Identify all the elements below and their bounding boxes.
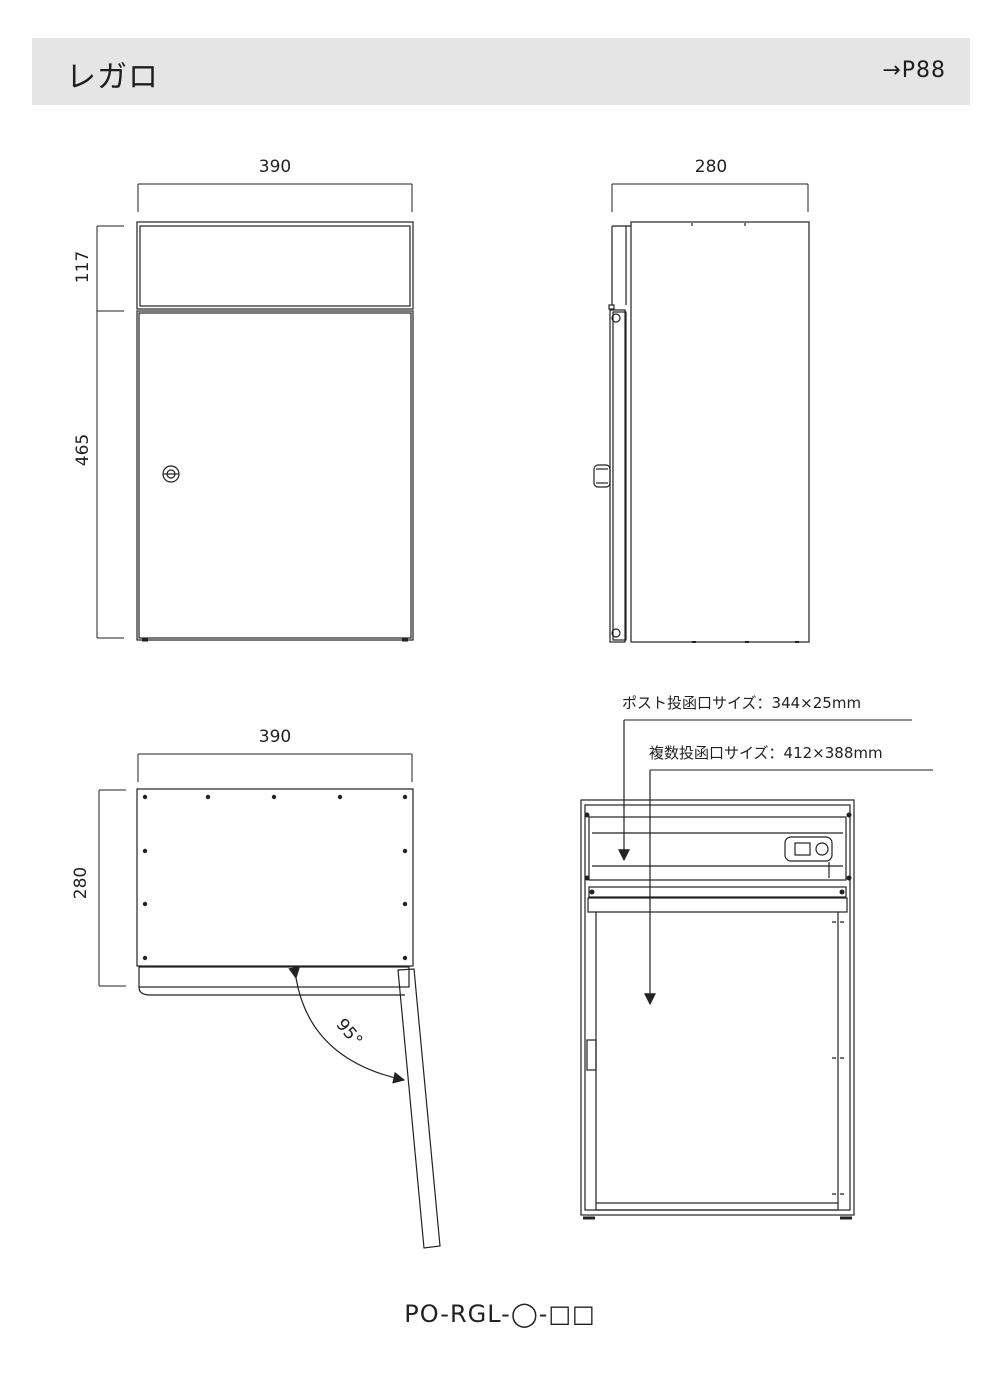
post-slot-note: ポスト投函口サイズ：344×25mm: [622, 694, 861, 712]
multi-slot-note: 複数投函口サイズ：412×388mm: [649, 744, 883, 762]
header-bar: レガロ →P88: [32, 38, 970, 105]
page-reference-link[interactable]: →P88: [882, 58, 946, 83]
top-depth-label: 280: [71, 867, 91, 899]
front-body-height-label: 465: [73, 434, 93, 466]
front-view: [96, 183, 414, 642]
top-view: [98, 753, 441, 1249]
model-code: PO-RGL-◯-□□: [404, 1300, 596, 1328]
front-width-label: 390: [259, 157, 291, 177]
side-depth-label: 280: [695, 157, 727, 177]
side-view: [593, 183, 810, 643]
rear-view: [580, 719, 933, 1220]
door-angle-label: 95°: [331, 1015, 366, 1051]
front-top-height-label: 117: [73, 251, 93, 283]
page-title: レガロ: [66, 60, 159, 95]
top-width-label: 390: [259, 727, 291, 747]
